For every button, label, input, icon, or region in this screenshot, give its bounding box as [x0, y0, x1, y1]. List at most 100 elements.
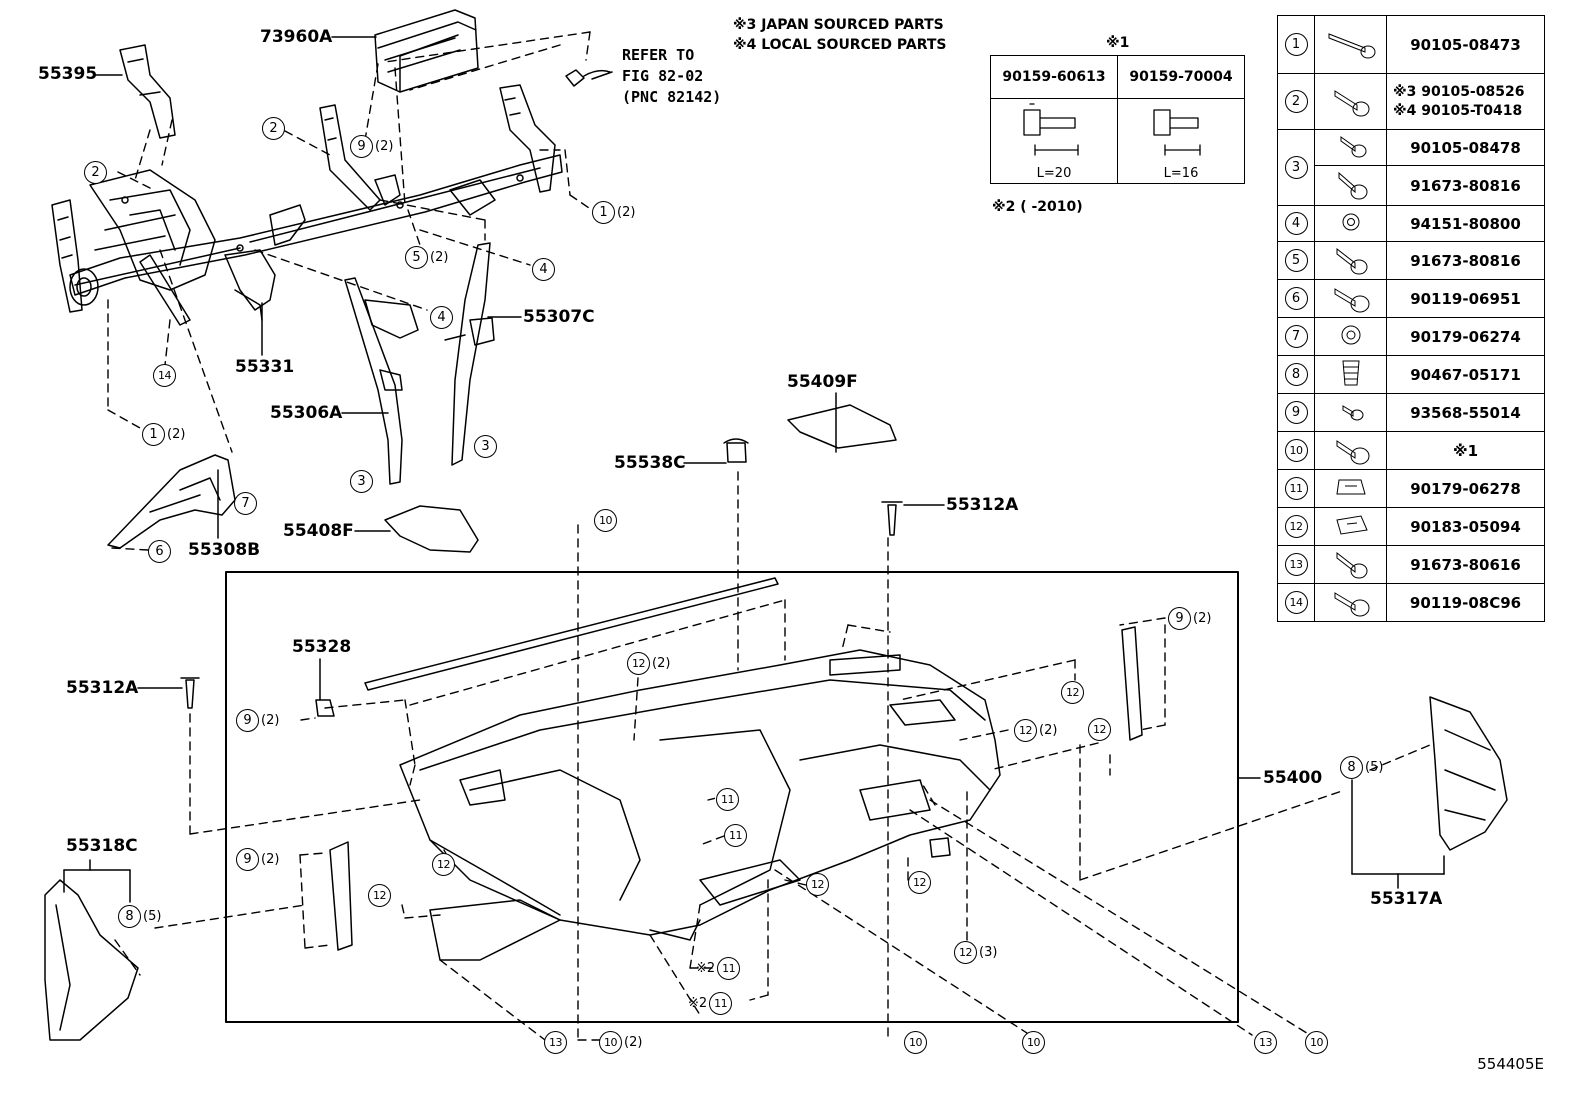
fastener-callout[interactable]: 7	[234, 490, 259, 516]
part-label-55306a[interactable]: 55306A	[270, 403, 343, 423]
fastener-part-number: 90179-06274	[1386, 317, 1545, 356]
part-label-55538c[interactable]: 55538C	[614, 453, 686, 473]
fastener-callout[interactable]: 3	[350, 468, 375, 494]
fastener-callout[interactable]: 10	[1305, 1029, 1330, 1055]
fastener-row[interactable]: 5 91673-80816	[1277, 241, 1545, 280]
callout-number: 12	[627, 651, 650, 675]
fastener-callout[interactable]: 12	[806, 871, 831, 897]
fastener-callout[interactable]: 12(3)	[954, 939, 997, 965]
part-label-55395[interactable]: 55395	[38, 64, 98, 84]
fastener-callout[interactable]: 12	[1088, 716, 1113, 742]
fastener-callout[interactable]: 5(2)	[405, 244, 448, 270]
fastener-callout[interactable]: 2	[262, 115, 287, 141]
fastener-callout[interactable]: 11	[716, 786, 741, 812]
part-label-55312a[interactable]: 55312A	[946, 495, 1019, 515]
part-label-55312a[interactable]: 55312A	[66, 678, 139, 698]
fastener-callout[interactable]: 8(5)	[1340, 754, 1383, 780]
bolt-icon	[1336, 247, 1367, 274]
callout-quantity: (5)	[143, 908, 162, 924]
callout-number: 8	[118, 904, 141, 928]
fastener-callout[interactable]: 3	[474, 433, 499, 459]
fastener-row[interactable]: 10 ※1	[1277, 431, 1545, 470]
fastener-callout[interactable]: 6	[148, 538, 173, 564]
callout-number: 7	[234, 491, 257, 515]
fastener-callout[interactable]: 4	[430, 304, 455, 330]
bolt-table-marker: ※1	[1106, 35, 1130, 51]
callout-quantity: (2)	[430, 249, 449, 265]
fastener-callout[interactable]: 10	[904, 1029, 929, 1055]
fastener-callout[interactable]: 1(2)	[592, 199, 635, 225]
fastener-callout[interactable]: 12	[908, 869, 933, 895]
fastener-row[interactable]: 14 90119-08C96	[1277, 583, 1545, 622]
bolt-part-number: 90159-60613	[990, 55, 1118, 99]
fastener-callout[interactable]: 12	[368, 882, 393, 908]
fastener-callout[interactable]: 1(2)	[142, 421, 185, 447]
part-label-55308b[interactable]: 55308B	[188, 540, 261, 560]
fastener-callout[interactable]: 10	[1022, 1029, 1047, 1055]
fastener-row[interactable]: 3 90105-08478	[1277, 129, 1545, 206]
fastener-row[interactable]: 13 91673-80616	[1277, 545, 1545, 584]
fastener-callout[interactable]: 12(2)	[627, 650, 670, 676]
fastener-callout[interactable]: 11	[724, 822, 749, 848]
fastener-row[interactable]: 12 90183-05094	[1277, 507, 1545, 546]
fastener-row[interactable]: 11 90179-06278	[1277, 469, 1545, 508]
part-label-55317a[interactable]: 55317A	[1370, 889, 1443, 909]
fastener-row[interactable]: 2 ※3 90105-08526 ※4 90105-T0418	[1277, 73, 1545, 130]
defroster-strip-drawing	[364, 577, 779, 691]
callout-number: 11	[709, 991, 733, 1015]
fastener-row[interactable]: 1 90105-08473	[1277, 15, 1545, 74]
callout-quantity: (2)	[261, 851, 280, 867]
side-cover-55318c-drawing	[44, 879, 139, 1041]
connector-drawing	[565, 69, 611, 87]
part-label-55331[interactable]: 55331	[235, 357, 295, 377]
callout-number: 13	[1254, 1030, 1277, 1054]
fastener-callout[interactable]: 13	[544, 1029, 569, 1055]
fastener-part-number: 90119-06951	[1386, 279, 1545, 318]
fastener-number: 10	[1284, 439, 1308, 462]
part-label-55318c[interactable]: 55318C	[66, 836, 138, 856]
part-label-55409f[interactable]: 55409F	[787, 372, 858, 392]
fastener-callout[interactable]: 14	[153, 362, 178, 388]
fastener-row[interactable]: 7 90179-06274	[1277, 317, 1545, 356]
fastener-row[interactable]: 8 90467-05171	[1277, 355, 1545, 394]
fastener-number: 5	[1284, 249, 1308, 272]
fastener-callout[interactable]: 9(2)	[350, 133, 393, 159]
fastener-callout[interactable]: 12(2)	[1014, 717, 1057, 743]
fastener-callout[interactable]: 9(2)	[236, 707, 279, 733]
bolt-icon	[1340, 135, 1366, 157]
brace-55307c-drawing	[451, 242, 491, 466]
part-label-73960a[interactable]: 73960A	[260, 27, 333, 47]
fastener-callout[interactable]: 2	[84, 159, 109, 185]
fastener-callout[interactable]: 10(2)	[599, 1029, 642, 1055]
fastener-row[interactable]: 9 93568-55014	[1277, 393, 1545, 432]
bolt-icon	[1334, 287, 1369, 312]
screw-icon	[1342, 404, 1363, 420]
part-label-55408f[interactable]: 55408F	[283, 521, 354, 541]
fastener-row[interactable]: 4 94151-80800	[1277, 205, 1545, 242]
fastener-callout[interactable]: 10	[594, 507, 619, 533]
fastener-callout[interactable]: 12	[432, 851, 457, 877]
part-label-55307c[interactable]: 55307C	[523, 307, 595, 327]
callout-number: 12	[1061, 680, 1084, 704]
bolt-icon	[1328, 32, 1375, 58]
figure-id: 554405E	[1477, 1055, 1544, 1073]
fastener-callout[interactable]: 13	[1254, 1029, 1279, 1055]
callout-number: 1	[142, 422, 165, 446]
fastener-row[interactable]: 6 90119-06951	[1277, 279, 1545, 318]
part-label-55328[interactable]: 55328	[292, 637, 352, 657]
fastener-callout[interactable]: 9(2)	[1168, 605, 1211, 631]
fastener-number: 1	[1284, 33, 1308, 56]
callout-quantity: (2)	[652, 655, 671, 671]
fastener-callout[interactable]: 12	[1061, 679, 1086, 705]
fastener-part-number: 90119-08C96	[1386, 583, 1545, 622]
fastener-callout[interactable]: 8(5)	[118, 903, 161, 929]
refer-to-figure-note[interactable]: REFER TO FIG 82-02 (PNC 82142)	[622, 46, 722, 106]
part-label-55400[interactable]: 55400	[1263, 768, 1323, 788]
fastener-row[interactable]: 91673-80816	[1278, 165, 1545, 206]
fastener-callout[interactable]: 4	[532, 256, 557, 282]
fastener-callout[interactable]: 9(2)	[236, 846, 279, 872]
fastener-part-number: 91673-80816	[1386, 241, 1545, 280]
